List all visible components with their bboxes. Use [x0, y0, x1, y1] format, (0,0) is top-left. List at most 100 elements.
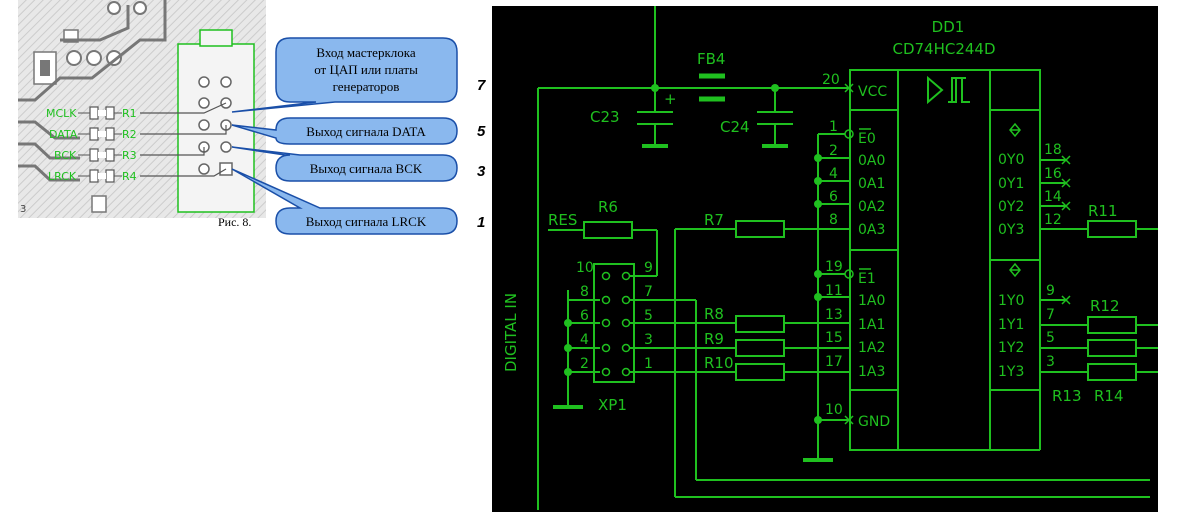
label-fb4: FB4: [697, 50, 725, 68]
pcb-connector-pads: [198, 76, 232, 175]
xp1-pin-10: 10: [576, 260, 594, 276]
pcb-traces: [18, 0, 167, 182]
pin-name-0y1: 0Y1: [998, 176, 1024, 192]
pin-name-0a2: 0A2: [858, 199, 885, 215]
callout-data-text: Выход сигнала DATA: [306, 124, 426, 139]
label-xp1: XP1: [598, 396, 627, 414]
pcb-label-r2: R2: [122, 128, 137, 141]
label-r14: R14: [1094, 387, 1124, 405]
connector-xp1-pins: [601, 271, 631, 377]
chip-dd1: [849, 69, 1041, 451]
pin-num-6: 6: [829, 189, 838, 205]
callout-mclk-line-1: Вход мастерклока: [316, 45, 416, 60]
pin-num-16: 16: [1044, 166, 1062, 182]
pin-num-18: 18: [1044, 142, 1062, 158]
pin-name-1a2: 1A2: [858, 340, 885, 356]
label-r13: R13: [1052, 387, 1082, 405]
pin-name-1y3: 1Y3: [998, 364, 1024, 380]
pin-name-1y0: 1Y0: [998, 293, 1024, 309]
pcb-label-mclk: MCLK: [46, 107, 77, 120]
callout-bck-pin-number: 3: [477, 163, 486, 180]
pin-name-vcc: VCC: [858, 84, 887, 100]
label-r12: R12: [1090, 297, 1120, 315]
label-polarity-plus: +: [664, 90, 677, 108]
pin-num-5: 5: [1046, 330, 1055, 346]
xp1-pin-7: 7: [644, 284, 653, 300]
xp1-pin-3: 3: [644, 332, 653, 348]
label-r10: R10: [704, 354, 734, 372]
xp1-pin-8: 8: [580, 284, 589, 300]
label-c23: C23: [590, 108, 620, 126]
pin-num-9: 9: [1046, 283, 1055, 299]
pin-num-20: 20: [822, 72, 840, 88]
no-connect-markers: [844, 83, 1071, 425]
pin-name-0a3: 0A3: [858, 222, 885, 238]
xp1-pin-6: 6: [580, 308, 589, 324]
junction-dots: [564, 84, 822, 424]
pin-num-17: 17: [825, 354, 843, 370]
pin-name-0a1: 0A1: [858, 176, 885, 192]
pin-num-10: 10: [825, 402, 843, 418]
label-r8: R8: [704, 305, 724, 323]
pin-name-0y3: 0Y3: [998, 222, 1024, 238]
pin-num-15: 15: [825, 330, 843, 346]
label-r11: R11: [1088, 202, 1118, 220]
pcb-label-r3: R3: [122, 149, 137, 162]
pcb-label-lrck: LRCK: [48, 170, 77, 183]
chip-left-pins: E0 0A0 0A1 0A2 0A3 E1 1A0 1A1 1A2 1A3 1 …: [825, 119, 885, 380]
pcb-label-bck: BCK: [54, 149, 77, 162]
pcb-label-data: DATA: [49, 128, 78, 141]
chip-right-pins: 0Y0 0Y1 0Y2 0Y3 1Y0 1Y1 1Y2 1Y3 18 16 14…: [998, 142, 1062, 380]
pin-name-1a1: 1A1: [858, 317, 885, 333]
pin-num-19: 19: [825, 259, 843, 275]
pin-name-e0: E0: [858, 131, 876, 147]
label-r7: R7: [704, 211, 724, 229]
schematic-wires: [537, 6, 1158, 510]
xp1-pin-2: 2: [580, 356, 589, 372]
pcb-label-r1: R1: [122, 107, 137, 120]
callout-data: Выход сигнала DATA: [231, 117, 458, 145]
callout-lrck: Выход сигнала LRCK: [231, 168, 458, 235]
schematic: DD1 CD74HC244D E0 0A0 0A1 0A2 0A3 E1 1A0…: [492, 6, 1158, 512]
pin-num-14: 14: [1044, 189, 1062, 205]
pcb-layout: MCLK DATA BCK LRCK R1 R2 R3 R4 3: [18, 0, 266, 218]
callout-mclk-line-3: генераторов: [333, 79, 400, 94]
xp1-pin-1: 1: [644, 356, 653, 372]
pin-name-0y2: 0Y2: [998, 199, 1024, 215]
pcb-corner-mark: 3: [20, 204, 26, 215]
label-digital-in: DIGITAL IN: [502, 293, 520, 372]
pin-num-1: 1: [829, 119, 838, 135]
callout-bck: Выход сигнала BCK: [231, 146, 458, 182]
pin-num-7: 7: [1046, 307, 1055, 323]
figure-caption: Рис. 8.: [218, 215, 251, 229]
pcb-label-r4: R4: [122, 170, 137, 183]
pin-num-13: 13: [825, 307, 843, 323]
pin-num-8: 8: [829, 212, 838, 228]
chip-part-number: CD74HC244D: [892, 40, 995, 58]
callout-lrck-text: Выход сигнала LRCK: [306, 214, 427, 229]
label-res: RES: [548, 211, 577, 229]
pin-name-gnd: GND: [858, 414, 890, 430]
pin-num-3: 3: [1046, 354, 1055, 370]
pin-name-1a0: 1A0: [858, 293, 885, 309]
callout-mclk-line-2: от ЦАП или платы: [314, 62, 418, 77]
chip-name: DD1: [932, 18, 965, 36]
pin-name-0y0: 0Y0: [998, 152, 1024, 168]
pin-name-1y2: 1Y2: [998, 340, 1024, 356]
schematic-background: [492, 6, 1158, 512]
pcb-signal-lines: [140, 102, 227, 177]
callout-mclk: Вход мастерклока от ЦАП или платы генера…: [231, 37, 458, 113]
callout-data-pin-number: 5: [477, 123, 486, 140]
callout-bck-text: Выход сигнала BCK: [310, 161, 423, 176]
xp1-pin-4: 4: [580, 332, 589, 348]
callout-mclk-pin-number: 7: [477, 77, 486, 94]
pin-name-1a3: 1A3: [858, 364, 885, 380]
connector-xp1-pin-numbers: 10 9 8 6 4 2 7 5 3 1: [576, 260, 653, 372]
pin-num-11: 11: [825, 283, 843, 299]
pin-name-0a0: 0A0: [858, 153, 885, 169]
label-r6: R6: [598, 198, 618, 216]
pin-num-4: 4: [829, 166, 838, 182]
pin-name-1y1: 1Y1: [998, 317, 1024, 333]
xp1-pin-9: 9: [644, 260, 653, 276]
